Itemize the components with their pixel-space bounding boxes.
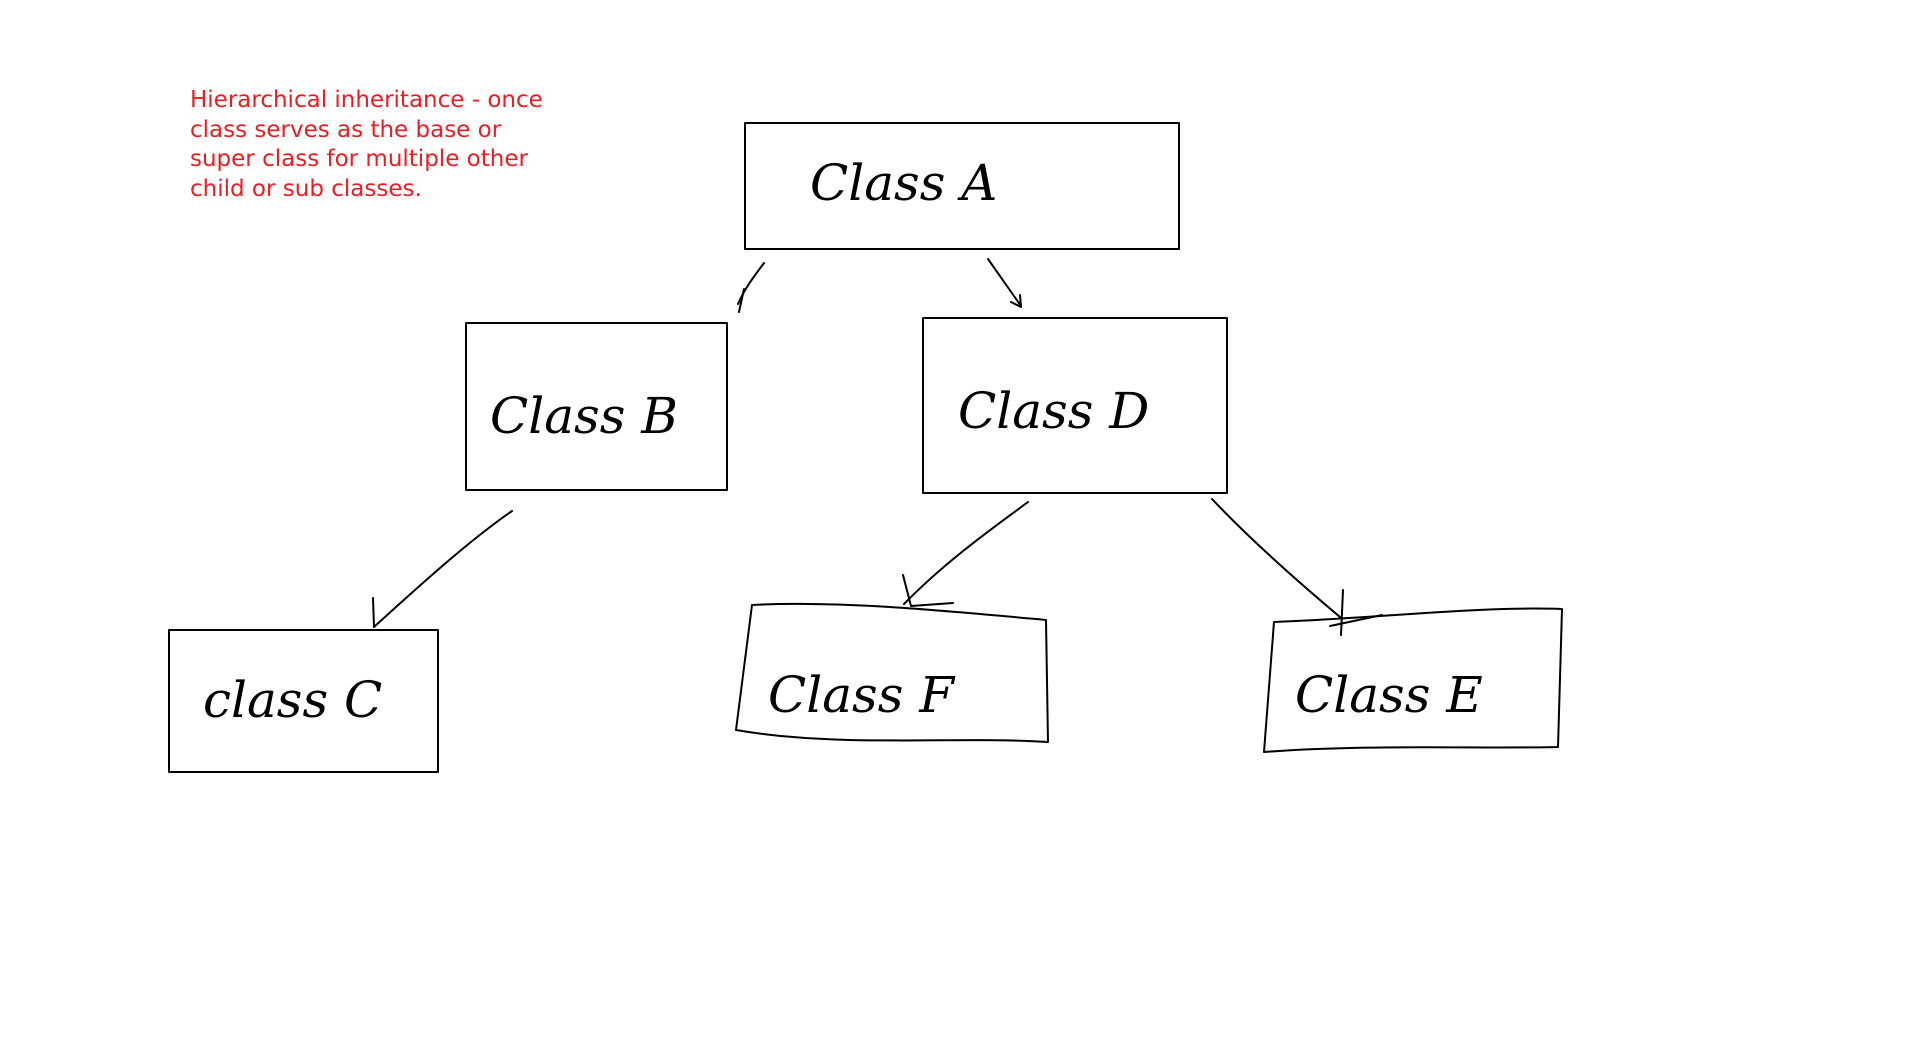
class-a-label: Class A bbox=[810, 154, 997, 212]
class-e-node: Class E bbox=[1263, 607, 1563, 753]
note-line: Hierarchical inheritance - once bbox=[190, 87, 543, 113]
class-b-node: Class B bbox=[465, 322, 728, 491]
class-d-box bbox=[922, 317, 1228, 494]
class-b-box bbox=[465, 322, 728, 491]
note-line: class serves as the base or bbox=[190, 116, 502, 143]
class-c-box bbox=[168, 629, 439, 773]
class-c-label: class C bbox=[203, 671, 382, 729]
class-a-node: Class A bbox=[744, 122, 1180, 250]
class-f-label: Class F bbox=[768, 666, 956, 724]
inheritance-note: Hierarchical inheritance - once class se… bbox=[190, 86, 610, 204]
class-f-box bbox=[735, 602, 1049, 743]
note-line: child or sub classes. bbox=[190, 175, 422, 202]
class-b-label: Class B bbox=[490, 387, 678, 445]
edge-a-to-b bbox=[737, 262, 765, 313]
class-e-label: Class E bbox=[1295, 666, 1483, 724]
class-d-node: Class D bbox=[922, 317, 1228, 494]
class-d-label: Class D bbox=[958, 382, 1149, 440]
note-line: super class for multiple other bbox=[190, 146, 528, 172]
edge-a-to-d bbox=[987, 258, 1022, 308]
edge-d-to-f bbox=[902, 501, 1029, 607]
class-a-box bbox=[744, 122, 1180, 250]
edge-b-to-c bbox=[372, 510, 513, 628]
class-e-box bbox=[1263, 607, 1563, 753]
class-c-node: class C bbox=[168, 629, 439, 773]
edge-d-to-e bbox=[1211, 498, 1383, 636]
class-f-node: Class F bbox=[735, 602, 1049, 743]
